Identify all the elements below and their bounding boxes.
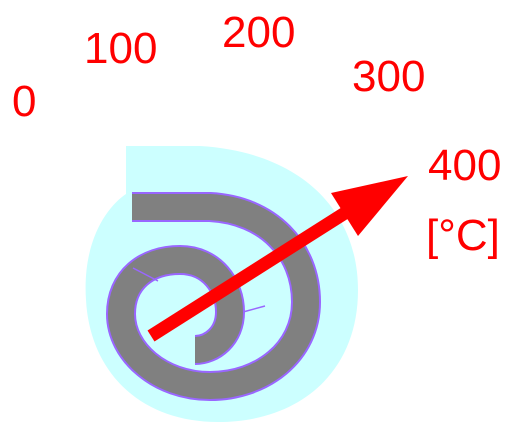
scale-tick-0: 0 xyxy=(12,77,36,126)
scale-tick-200: 200 xyxy=(222,8,295,57)
scale-unit-label: [°C] xyxy=(426,211,500,260)
scale-tick-400: 400 xyxy=(428,141,501,190)
scale-tick-300: 300 xyxy=(352,52,425,101)
scale-tick-100: 100 xyxy=(84,24,157,73)
